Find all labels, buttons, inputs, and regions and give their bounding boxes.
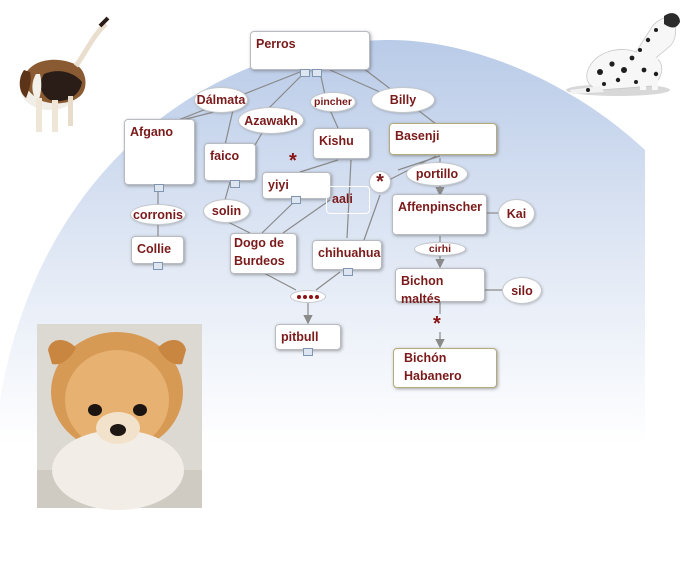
node-kishu-label: Kishu [319,134,354,148]
node-afgano[interactable]: Afgano [124,119,195,185]
expand-handle[interactable] [291,196,301,204]
expand-handle[interactable] [303,348,313,356]
link-silo-label: silo [511,283,533,298]
expand-handle[interactable] [312,69,322,77]
node-aali[interactable]: aali [326,186,370,214]
node-bichon-habanero[interactable]: Bichón Habanero [393,348,497,388]
node-bichon-habanero-label: Bichón Habanero [404,351,462,383]
link-cirhi-label: cirhi [428,243,452,255]
link-solin[interactable]: solin [203,199,250,223]
node-bichon-maltes-label: Bichon maltés [401,274,444,306]
link-pincher-label: pincher [314,96,352,108]
link-silo[interactable]: silo [502,277,542,304]
node-faico-label: faico [210,149,240,163]
link-kai[interactable]: Kai [498,199,535,228]
node-chihuahua-label: chihuahua [318,246,381,260]
link-cirhi[interactable]: cirhi [414,242,466,256]
star-connector-symbol: * [376,170,384,193]
node-basenji-label: Basenji [395,129,440,143]
node-kishu[interactable]: Kishu [313,128,370,159]
node-affenpinscher[interactable]: Affenpinscher [392,194,487,235]
ellipsis-dot [309,294,313,299]
node-collie-label: Collie [137,242,172,256]
node-basenji[interactable]: Basenji [389,123,497,155]
ellipsis-connector[interactable] [290,290,326,303]
node-aali-label: aali [332,192,353,206]
link-billy[interactable]: Billy [371,87,435,113]
node-perros-label: Perros [256,37,296,51]
link-portillo-label: portillo [415,167,459,181]
ellipsis-dot [297,294,301,299]
node-perros[interactable]: Perros [250,31,370,70]
link-pincher[interactable]: pincher [310,92,356,112]
node-pitbull[interactable]: pitbull [275,324,341,350]
ellipsis-dot [303,294,307,299]
link-corronis[interactable]: corronis [130,204,186,225]
link-portillo[interactable]: portillo [406,162,468,186]
node-chihuahua[interactable]: chihuahua [312,240,382,270]
link-dalmata[interactable]: Dálmata [194,87,248,113]
link-dalmata-label: Dálmata [196,93,246,107]
star-connector: * [289,150,297,172]
link-corronis-label: corronis [132,207,183,222]
node-afgano-label: Afgano [130,125,174,139]
node-bichon-maltes[interactable]: Bichon maltés [395,268,485,306]
node-yiyi[interactable]: yiyi [262,172,331,199]
link-kai-label: Kai [506,206,527,221]
expand-handle[interactable] [153,262,163,270]
link-solin-label: solin [211,204,242,218]
expand-handle[interactable] [343,268,353,276]
node-faico[interactable]: faico [204,143,256,181]
node-affenpinscher-label: Affenpinscher [398,200,483,214]
star-connector: * [433,313,441,335]
expand-handle[interactable] [154,184,164,192]
link-billy-label: Billy [389,93,417,107]
node-yiyi-label: yiyi [268,178,289,192]
link-azawakh-label: Azawakh [244,113,298,128]
expand-handle[interactable] [300,69,310,77]
puppy-photo [37,324,202,510]
expand-handle[interactable] [230,180,240,188]
star-connector-circle[interactable]: * [369,171,391,193]
node-pitbull-label: pitbull [281,330,319,344]
beagle-image [19,16,110,132]
node-dogo-de-burdeos-label: Dogo de Burdeos [234,236,285,268]
ellipsis-dot [315,294,319,299]
node-collie[interactable]: Collie [131,236,184,264]
node-dogo-de-burdeos[interactable]: Dogo de Burdeos [230,233,297,274]
link-azawakh[interactable]: Azawakh [238,107,304,134]
dalmatian-image [566,13,680,96]
